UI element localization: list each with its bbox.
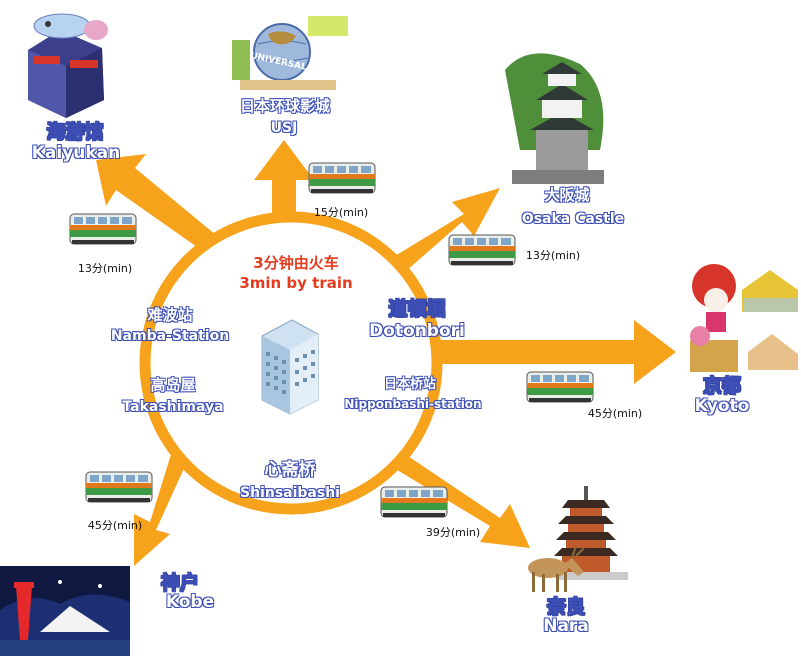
castle-icon (505, 53, 604, 184)
arrow-nara (384, 448, 530, 548)
port-tower-icon (0, 566, 130, 656)
station-namba-en: Namba-Station (110, 328, 230, 344)
station-shinsaibashi-cn: 心斋桥 (264, 460, 316, 480)
dest-kaiyukan-cn: 海游馆 (46, 121, 104, 143)
arrow-usj (254, 140, 314, 248)
dest-osaka-castle-cn: 大阪城 (544, 186, 590, 204)
station-namba-cn: 难波站 (147, 306, 193, 324)
dest-usj-en: USJ (270, 120, 298, 136)
geisha-icon (690, 264, 798, 372)
aquarium-icon (28, 13, 108, 118)
train-icon (448, 234, 516, 266)
center-train-en: 3min by train (239, 274, 353, 292)
train-icon (85, 471, 153, 503)
dest-kyoto-en: Kyoto (694, 396, 750, 416)
globe-icon: UNIVERSAL (232, 16, 348, 90)
dest-kobe-en: Kobe (165, 592, 215, 612)
station-takashimaya-cn: 高岛屋 (150, 376, 196, 394)
time-osaka-castle: 13分(min) (525, 249, 581, 262)
train-icon (69, 213, 137, 245)
center-train-cn: 3分钟由火车 (253, 254, 339, 272)
station-shinsaibashi-en: Shinsaibashi (240, 485, 340, 501)
time-nara: 39分(min) (425, 526, 481, 539)
station-dotonbori-cn: 道顿堀 (388, 298, 446, 320)
arrow-kyoto (418, 320, 676, 384)
dest-kobe-cn: 神户 (160, 572, 199, 594)
dest-nara-cn: 奈良 (546, 596, 585, 618)
dest-kaiyukan-en: Kaiyukan (31, 143, 121, 163)
train-icon (526, 371, 594, 403)
station-dotonbori-en: Dotonbori (369, 321, 465, 341)
time-usj: 15分(min) (313, 206, 369, 219)
station-nipponbashi-cn: 日本桥站 (383, 377, 436, 392)
time-kobe: 45分(min) (87, 519, 143, 532)
time-kyoto: 45分(min) (587, 407, 643, 420)
time-kaiyukan: 13分(min) (77, 262, 133, 275)
pagoda-icon (554, 486, 628, 580)
dest-nara-en: Nara (543, 616, 589, 636)
train-icon (308, 162, 376, 194)
arrow-osaka-castle (385, 188, 500, 278)
deer-icon (528, 545, 585, 592)
station-nipponbashi-en: Nipponbashi-station (344, 397, 482, 411)
building-icon (261, 319, 319, 415)
dest-osaka-castle-en: Osaka Castle (521, 211, 625, 227)
dest-kyoto-cn: 京都 (702, 375, 741, 397)
arrow-kaiyukan (96, 154, 222, 254)
route-arrows (96, 140, 676, 566)
station-takashimaya-en: Takashimaya (122, 399, 224, 415)
dest-usj-cn: 日本环球影城 (239, 97, 330, 115)
train-icon (380, 486, 448, 518)
